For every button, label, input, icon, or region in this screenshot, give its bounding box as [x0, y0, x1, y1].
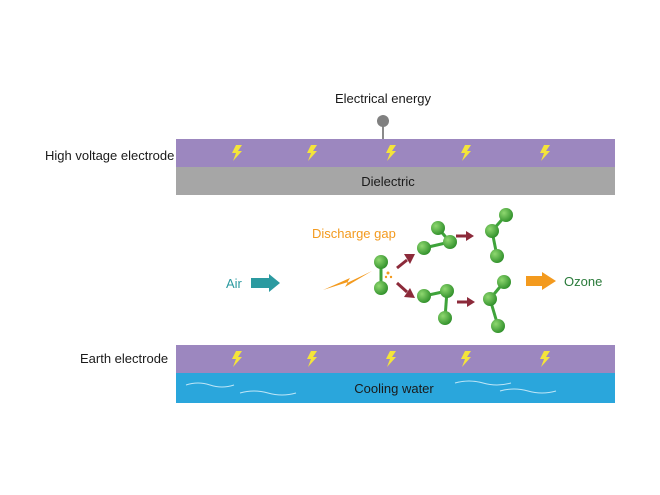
- intermediate-molecule-top: [417, 221, 457, 255]
- cooling-water-layer: [176, 373, 615, 403]
- cooling-water-label: Cooling water: [354, 381, 434, 396]
- reaction-arrow-right-bottom: [457, 297, 475, 307]
- ozone-outlet-arrow: [526, 272, 556, 290]
- dielectric-label: Dielectric: [361, 174, 415, 189]
- air-label: Air: [226, 276, 243, 291]
- reaction-arrow-right-top: [456, 231, 474, 241]
- reaction-arrows: [395, 231, 475, 307]
- earth-electrode: [176, 345, 615, 373]
- electrical-energy-label: Electrical energy: [335, 91, 432, 106]
- discharge-gap-label: Discharge gap: [312, 226, 396, 241]
- discharge-spark-icon: [323, 271, 372, 290]
- high-voltage-electrode-label: High voltage electrode: [45, 148, 174, 163]
- air-inlet-arrow: [251, 274, 280, 292]
- water-waves: [185, 380, 557, 396]
- dielectric-layer: [176, 167, 615, 195]
- high-voltage-electrode: [176, 139, 615, 167]
- earth-electrode-label: Earth electrode: [80, 351, 168, 366]
- reaction-arrow-up: [396, 254, 415, 270]
- electrical-terminal-icon: [377, 115, 389, 140]
- reaction-arrow-down: [395, 281, 415, 298]
- intermediate-molecule-bottom: [417, 284, 454, 325]
- ozone-label: Ozone: [564, 274, 602, 289]
- discharge-spark-dots: [384, 271, 393, 279]
- ozone-molecule-top: [485, 208, 513, 263]
- oxygen-molecule: [374, 255, 388, 295]
- ozone-molecule-bottom: [483, 275, 511, 333]
